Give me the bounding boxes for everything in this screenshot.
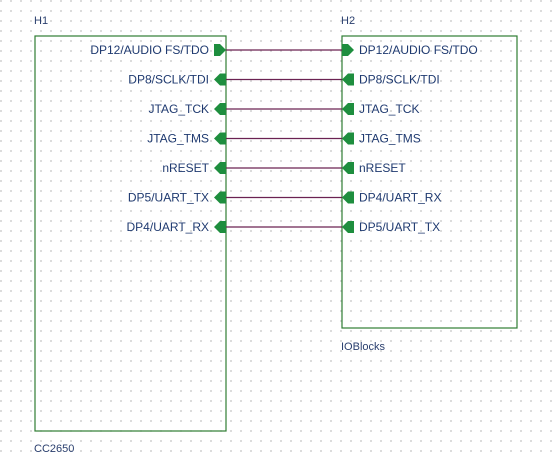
h1-pin-input-arrow[interactable] xyxy=(214,221,226,233)
h1-pin[interactable]: DP8/SCLK/TDI xyxy=(128,73,226,87)
h2-pin-label: nRESET xyxy=(359,161,406,175)
h1-pin[interactable]: JTAG_TCK xyxy=(149,102,226,116)
component-h2[interactable]: H2 IOBlocks DP12/AUDIO FS/TDO DP8/SCLK/TD… xyxy=(341,15,518,353)
h2-pin-output-arrow[interactable] xyxy=(342,73,354,86)
h1-pin[interactable]: DP4/UART_RX xyxy=(127,220,226,234)
h2-pin-label: DP8/SCLK/TDI xyxy=(359,73,440,87)
net-wires xyxy=(226,49,342,228)
h1-designator: H1 xyxy=(34,15,48,27)
h1-pin[interactable]: DP5/UART_TX xyxy=(128,191,226,205)
h1-pin-input-arrow[interactable] xyxy=(214,103,226,115)
h2-pin[interactable]: JTAG_TCK xyxy=(342,102,419,116)
h2-pin[interactable]: nRESET xyxy=(342,161,406,175)
h1-pin[interactable]: DP12/AUDIO FS/TDO xyxy=(90,43,226,57)
h1-pin-output-arrow[interactable] xyxy=(214,44,226,56)
h2-pin-label: JTAG_TMS xyxy=(359,132,421,146)
h2-pin-label: JTAG_TCK xyxy=(359,102,419,116)
h2-pin[interactable]: DP4/UART_RX xyxy=(342,191,441,205)
h1-pin-label: JTAG_TMS xyxy=(147,132,209,146)
h1-pin-label: JTAG_TCK xyxy=(149,102,209,116)
h2-pins: DP12/AUDIO FS/TDO DP8/SCLK/TDI JTAG_TCK JTA… xyxy=(342,43,478,234)
h2-pin-output-arrow[interactable] xyxy=(342,191,354,204)
h2-pin-output-arrow[interactable] xyxy=(342,162,354,174)
h2-body[interactable] xyxy=(341,35,518,329)
h1-pin-input-arrow[interactable] xyxy=(214,132,226,145)
h2-pin[interactable]: DP8/SCLK/TDI xyxy=(342,73,440,87)
h1-pin[interactable]: nRESET xyxy=(162,161,226,175)
h2-pin-label: DP4/UART_RX xyxy=(359,191,441,205)
h1-pin-label: DP5/UART_TX xyxy=(128,191,209,205)
component-h1[interactable]: H1 CC2650 DP12/AUDIO FS/TDO DP8/SCLK/TDI J… xyxy=(34,15,227,455)
h2-designator: H2 xyxy=(341,15,355,27)
h1-name: CC2650 xyxy=(34,443,74,455)
h2-pin-output-arrow[interactable] xyxy=(342,103,354,115)
h1-pin-input-arrow[interactable] xyxy=(214,191,226,204)
h2-pin[interactable]: DP12/AUDIO FS/TDO xyxy=(342,43,478,57)
h2-pin-output-arrow[interactable] xyxy=(342,221,354,233)
h2-pin-output-arrow[interactable] xyxy=(342,132,354,145)
h2-name: IOBlocks xyxy=(341,341,386,353)
h1-pins: DP12/AUDIO FS/TDO DP8/SCLK/TDI JTAG_TCK JTA… xyxy=(90,43,226,234)
h1-pin-label: DP12/AUDIO FS/TDO xyxy=(90,43,209,57)
h1-pin-label: DP4/UART_RX xyxy=(127,220,209,234)
h1-pin[interactable]: JTAG_TMS xyxy=(147,132,226,146)
h1-pin-input-arrow[interactable] xyxy=(214,162,226,174)
h1-body[interactable] xyxy=(34,35,227,432)
h2-pin-label: DP5/UART_TX xyxy=(359,220,440,234)
h2-pin-label: DP12/AUDIO FS/TDO xyxy=(359,43,478,57)
h1-pin-label: DP8/SCLK/TDI xyxy=(128,73,209,87)
h2-pin[interactable]: DP5/UART_TX xyxy=(342,220,440,234)
h1-pin-input-arrow[interactable] xyxy=(214,73,226,86)
h2-pin[interactable]: JTAG_TMS xyxy=(342,132,421,146)
h2-pin-input-arrow[interactable] xyxy=(342,44,354,56)
h1-pin-label: nRESET xyxy=(162,161,209,175)
